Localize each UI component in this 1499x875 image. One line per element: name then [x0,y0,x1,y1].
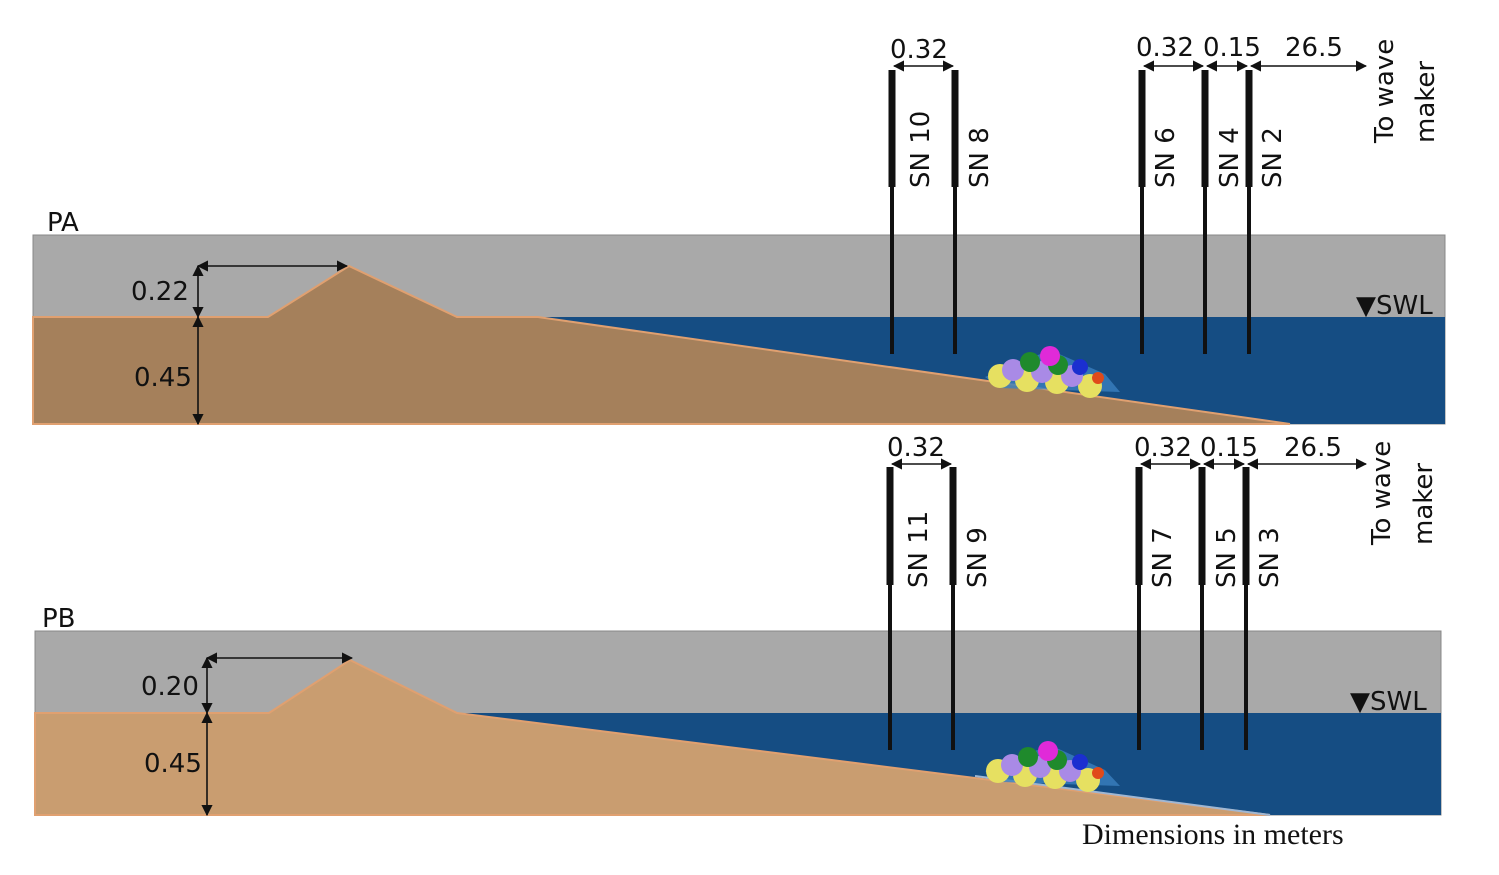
gauge-label: SN 5 [1212,527,1242,588]
gauge-label: SN 4 [1215,127,1245,188]
to-wave-maker-label: maker [1409,463,1439,545]
panel-pa: 0.22 0.45 PA ▼SWL SN 10 SN 8 SN 6 SN 4 S… [32,33,1446,426]
gauge-label: SN 10 [906,111,936,188]
gauge-label: SN 11 [904,511,934,588]
gauge-label: SN 9 [963,527,993,588]
rubble-mound [985,346,1120,398]
spacing-label: 0.32 [1134,433,1192,463]
berm-height-label: 0.22 [131,277,189,307]
panel-label: PB [42,604,76,634]
spacing-label: 0.15 [1200,433,1258,463]
gauges [886,467,1250,750]
gauge-label: SN 8 [965,127,995,188]
gauge-label: SN 3 [1255,527,1285,588]
spacing-label: 0.15 [1203,33,1261,63]
to-wave-maker-label: To wave [1370,39,1400,144]
depth-label: 0.45 [134,363,192,393]
gauge-label: SN 6 [1151,127,1181,188]
swl-label: ▼SWL [1356,291,1433,321]
spacing-label: 26.5 [1284,433,1342,463]
water-region [457,713,1441,815]
to-wave-maker-label: To wave [1367,441,1397,546]
gauge-label: SN 2 [1258,127,1288,188]
dimensions-caption: Dimensions in meters [1082,818,1344,851]
sand-profile [34,658,1271,816]
swl-label: ▼SWL [1350,687,1427,717]
panel-pb: 0.20 0.45 PB ▼SWL SN 11 SN 9 SN 7 SN 5 S… [34,433,1442,817]
gauges [888,70,1253,354]
gauge-label: SN 7 [1148,527,1178,588]
spacing-label: 0.32 [887,433,945,463]
rubble-mound [985,741,1120,792]
depth-label: 0.45 [144,749,202,779]
spacing-label: 26.5 [1285,33,1343,63]
spacing-label: 0.32 [1136,33,1194,63]
spacing-label: 0.32 [890,35,948,65]
panel-label: PA [47,208,79,238]
sand-profile [32,264,1291,425]
berm-height-label: 0.20 [141,672,199,702]
to-wave-maker-label: maker [1411,61,1441,143]
